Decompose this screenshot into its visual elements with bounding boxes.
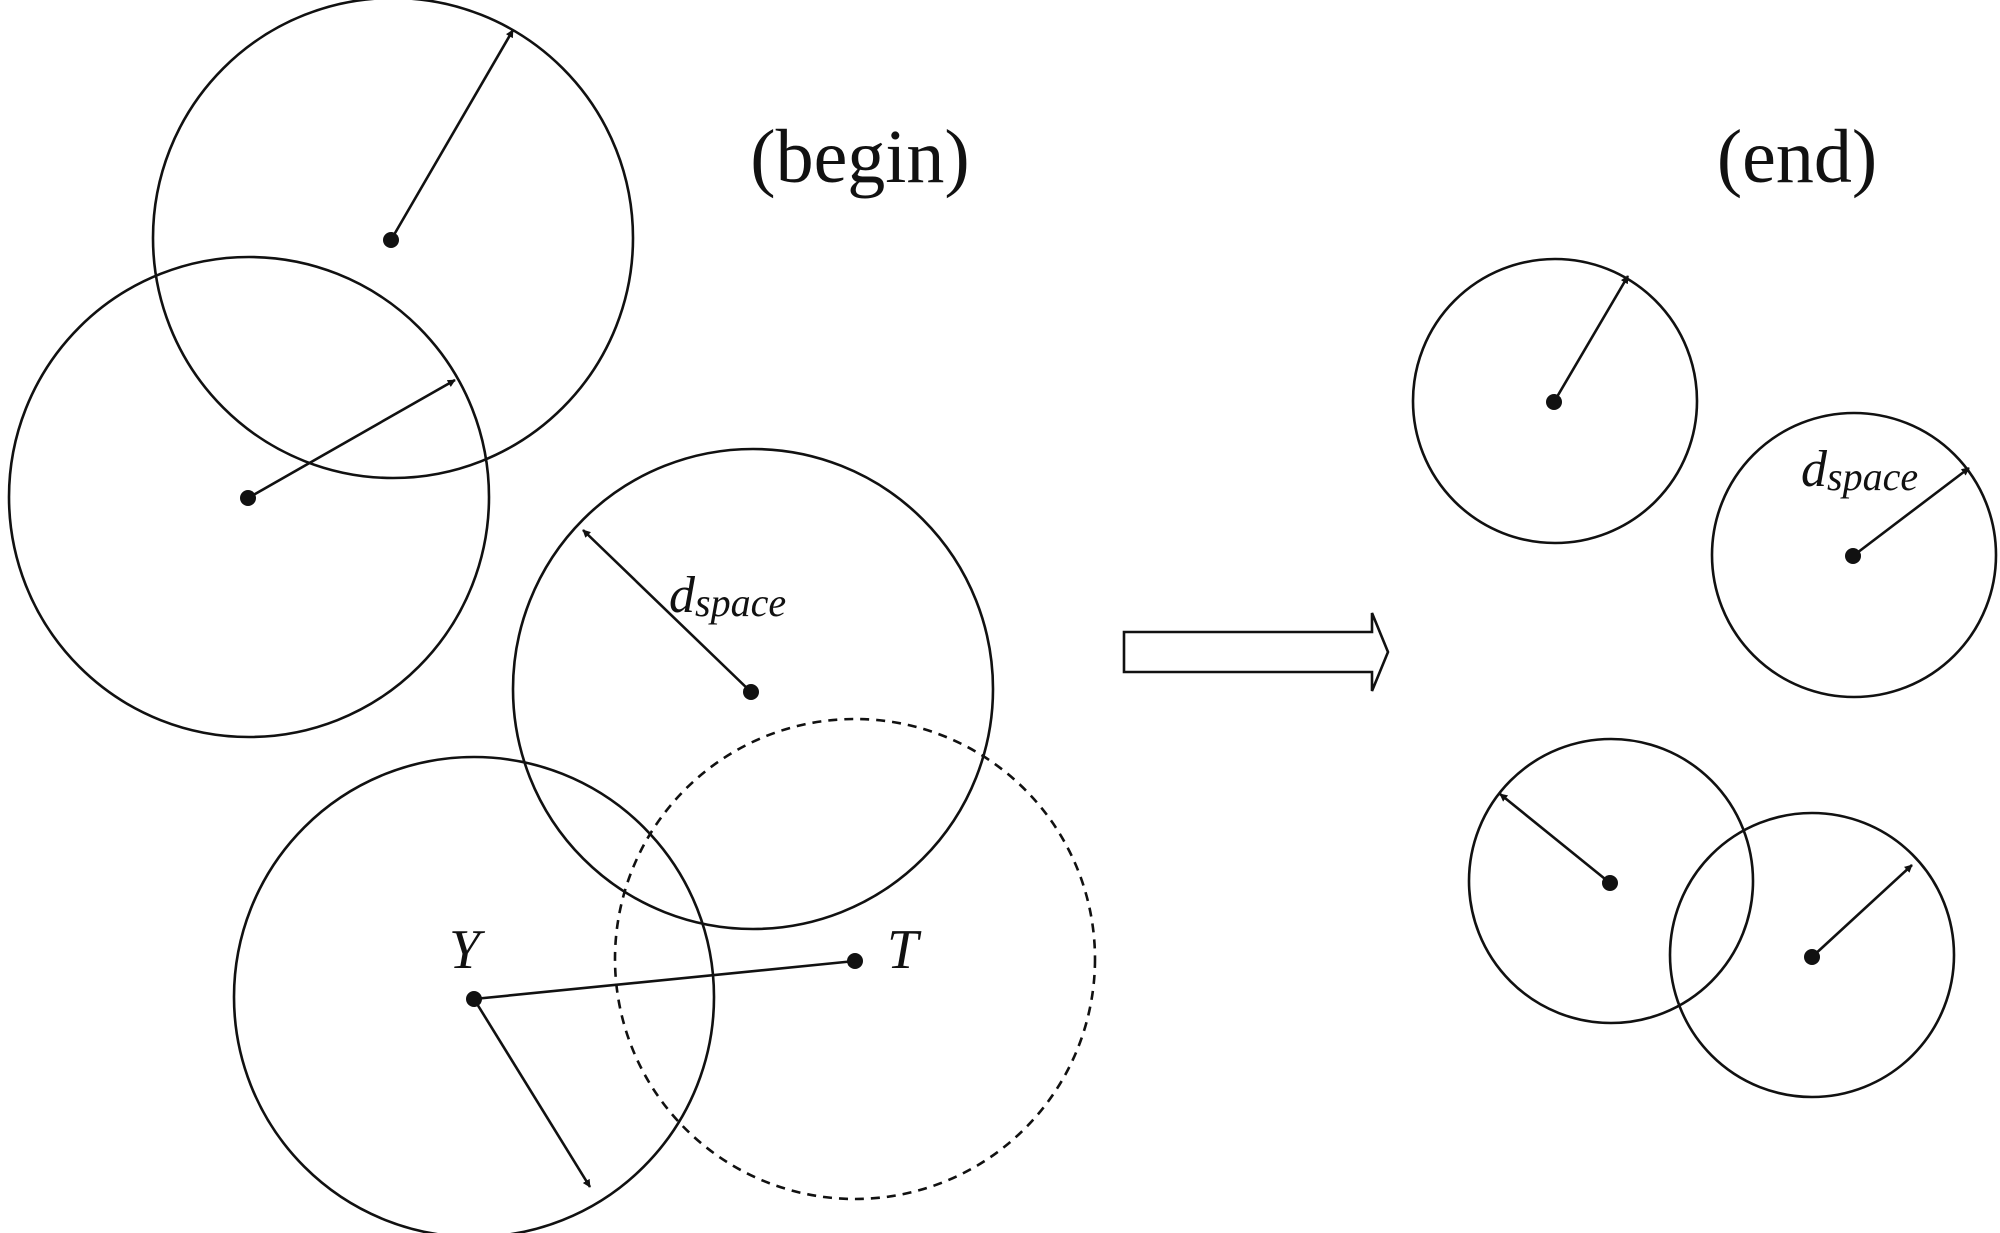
point-y-label: Y <box>449 919 486 981</box>
begin-circle-b <box>7 255 491 739</box>
begin-state: (begin) dspace T <box>7 0 1097 1233</box>
begin-circle-b-center <box>240 490 256 506</box>
end-circle-2-radius-arrow <box>1852 466 1970 558</box>
end-dspace-subscript: space <box>1827 454 1918 499</box>
end-circle-4-boundary <box>1668 811 1956 1099</box>
begin-dspace-subscript: space <box>695 580 786 625</box>
end-dspace-label: dspace <box>1801 441 1918 499</box>
end-title: (end) <box>1717 115 1877 199</box>
begin-circle-y-radius-arrow <box>472 998 592 1188</box>
end-dspace-d: d <box>1801 441 1828 498</box>
begin-circle-b-boundary <box>7 255 491 739</box>
begin-dspace-d: d <box>669 567 696 624</box>
begin-circle-c-boundary <box>511 447 995 931</box>
transition-arrow-shape <box>1122 612 1390 692</box>
end-circle-4 <box>1668 811 1956 1099</box>
end-circle-1-boundary <box>1411 257 1699 545</box>
hollow-right-arrow-icon <box>1122 612 1390 692</box>
end-circle-1-radius-arrow <box>1552 275 1630 403</box>
end-circle-2-center <box>1845 548 1861 564</box>
end-circle-3-radius-arrow <box>1499 792 1611 885</box>
begin-circle-c: dspace <box>511 447 995 931</box>
begin-circle-t-dashed: T <box>613 717 1097 1201</box>
y-to-t-movement-arrow <box>473 957 856 1001</box>
begin-title: (begin) <box>750 115 969 199</box>
end-state: (end) dspace <box>1411 115 1998 1099</box>
begin-circle-y: Y <box>232 755 856 1233</box>
end-circle-3-boundary <box>1467 737 1755 1025</box>
end-circle-3-center <box>1602 875 1618 891</box>
begin-circle-y-boundary <box>232 755 716 1233</box>
end-circle-1 <box>1411 257 1699 545</box>
begin-circle-a-radius-arrow <box>389 29 515 241</box>
end-circle-1-center <box>1546 394 1562 410</box>
end-circle-2: dspace <box>1710 411 1998 699</box>
end-circle-3 <box>1467 737 1755 1025</box>
begin-circle-t-boundary <box>613 717 1097 1201</box>
point-t-label: T <box>887 919 922 981</box>
begin-circle-b-radius-arrow <box>247 378 456 500</box>
begin-circle-c-center <box>743 684 759 700</box>
end-circle-4-radius-arrow <box>1811 864 1913 958</box>
begin-circle-a <box>151 0 635 480</box>
end-circle-4-center <box>1804 949 1820 965</box>
begin-circle-a-center <box>383 232 399 248</box>
end-circle-2-boundary <box>1710 411 1998 699</box>
point-y-marker <box>466 991 482 1007</box>
begin-dspace-label: dspace <box>669 567 786 625</box>
begin-circle-c-radius-arrow <box>582 529 752 693</box>
